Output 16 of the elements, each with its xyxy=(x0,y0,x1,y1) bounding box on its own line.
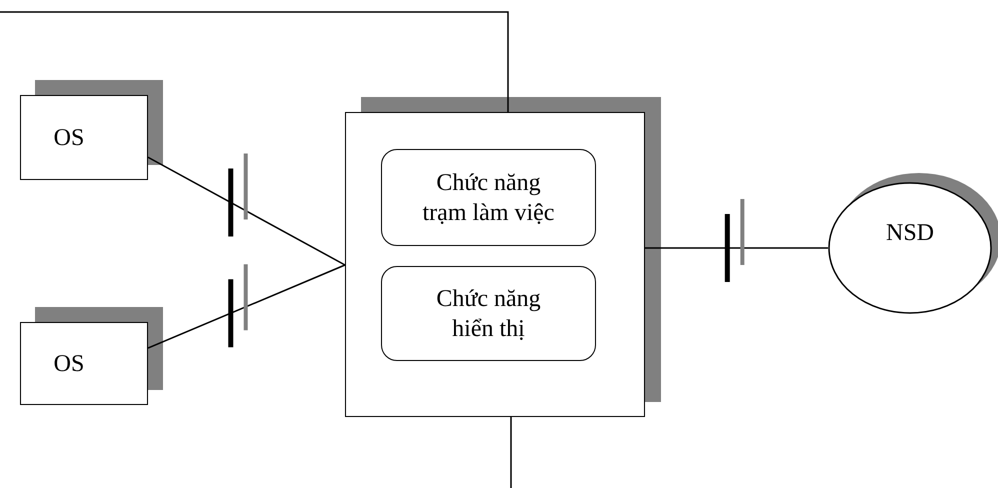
function-box xyxy=(381,149,596,246)
node-label: OS xyxy=(54,350,84,378)
ellipse-node xyxy=(828,182,992,314)
connector-line xyxy=(0,11,509,112)
system-box xyxy=(20,322,148,405)
node-label: Chức năng hiển thị xyxy=(435,284,542,344)
connector-line xyxy=(148,264,346,349)
container-box xyxy=(345,112,645,417)
system-box xyxy=(20,95,148,180)
connector-line xyxy=(645,247,828,249)
connector-line xyxy=(510,417,512,488)
node-label: NSD xyxy=(886,219,934,248)
function-box xyxy=(381,266,596,361)
node-label: Chức năng trạm làm việc xyxy=(422,168,556,228)
connector-line xyxy=(148,156,346,266)
node-label: OS xyxy=(54,124,84,152)
